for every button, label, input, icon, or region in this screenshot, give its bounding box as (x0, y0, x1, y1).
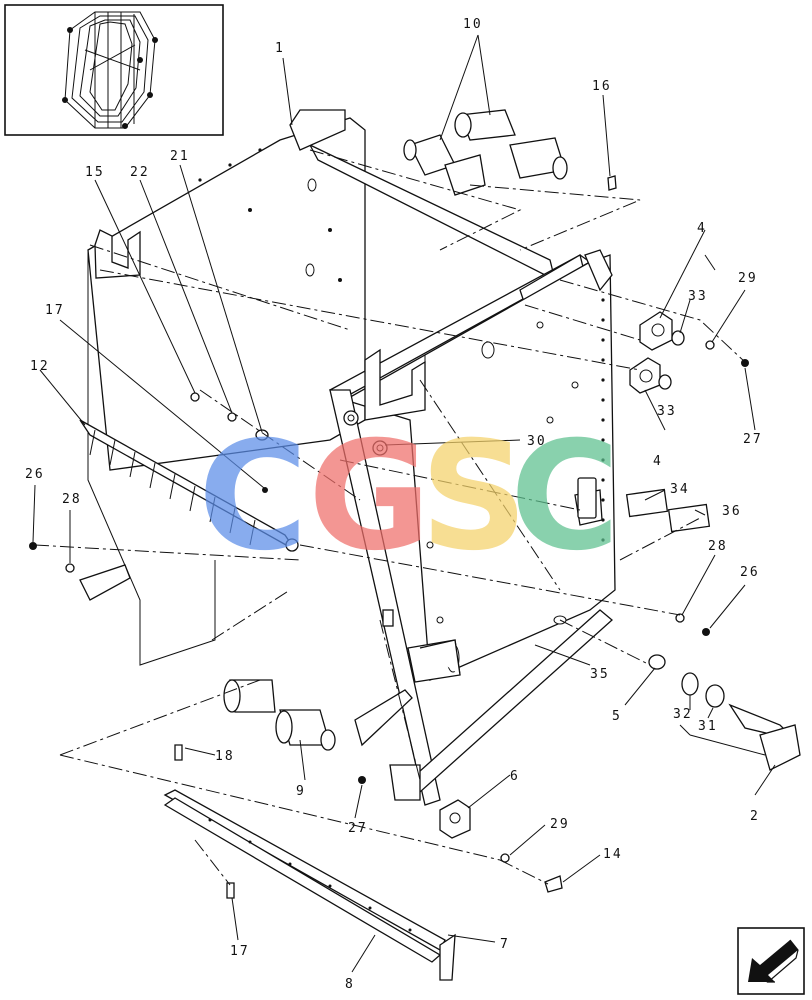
callout-10: 10 (463, 17, 483, 32)
watermark-letter-1: C (198, 410, 308, 584)
lower-right-shaft-parts (29, 542, 801, 771)
callout-36: 36 (722, 504, 742, 519)
callout-4-top: 4 (697, 221, 707, 236)
bearing-assembly-right (629, 311, 749, 394)
watermark-letter-4: C (510, 410, 620, 584)
callout-22: 22 (130, 165, 150, 180)
callout-18: 18 (215, 749, 235, 764)
callout-9: 9 (296, 784, 306, 799)
callout-29-bottom: 29 (550, 817, 570, 832)
callout-28-right: 28 (708, 539, 728, 554)
bottom-rail (163, 789, 456, 981)
callout-33-top: 33 (688, 289, 708, 304)
callout-15: 15 (85, 165, 105, 180)
callout-31: 31 (698, 719, 718, 734)
callout-14: 14 (603, 847, 623, 862)
callout-33-mid: 33 (657, 404, 677, 419)
callout-27-bottom: 27 (348, 821, 368, 836)
roller-assembly-top (403, 109, 568, 196)
callout-34: 34 (670, 482, 690, 497)
callout-labels: 1 10 16 21 22 15 17 12 4 29 33 33 27 4 3… (25, 17, 763, 992)
watermark: C G S C (198, 410, 620, 584)
fasteners (174, 175, 711, 899)
callout-4-mid: 4 (653, 454, 663, 469)
callout-16: 16 (592, 79, 612, 94)
callout-28-left: 28 (62, 492, 82, 507)
pickup-rake-bar (79, 419, 299, 601)
callout-7: 7 (500, 937, 510, 952)
callout-29-top: 29 (738, 271, 758, 286)
callout-1: 1 (275, 41, 285, 56)
callout-26-left: 26 (25, 467, 45, 482)
callout-30: 30 (527, 434, 547, 449)
watermark-letter-2: G (308, 410, 431, 584)
callout-35: 35 (590, 667, 610, 682)
watermark-letter-3: S (420, 410, 528, 584)
callout-5: 5 (612, 709, 622, 724)
callout-27-right: 27 (743, 432, 763, 447)
callout-2: 2 (750, 809, 760, 824)
callout-17-top: 17 (45, 303, 65, 318)
callout-17-bottom: 17 (230, 944, 250, 959)
callout-32: 32 (673, 707, 693, 722)
leader-lines (32, 34, 776, 973)
callout-21: 21 (170, 149, 190, 164)
callout-12: 12 (30, 359, 50, 374)
arrow-left-down-icon[interactable] (737, 927, 805, 995)
callout-8: 8 (345, 977, 355, 992)
baler-frame-thumbnail-icon[interactable] (4, 4, 224, 136)
construction-lines (34, 149, 746, 886)
callout-6: 6 (510, 769, 520, 784)
callout-26-right: 26 (740, 565, 760, 580)
roller-assembly-lower (223, 639, 461, 751)
